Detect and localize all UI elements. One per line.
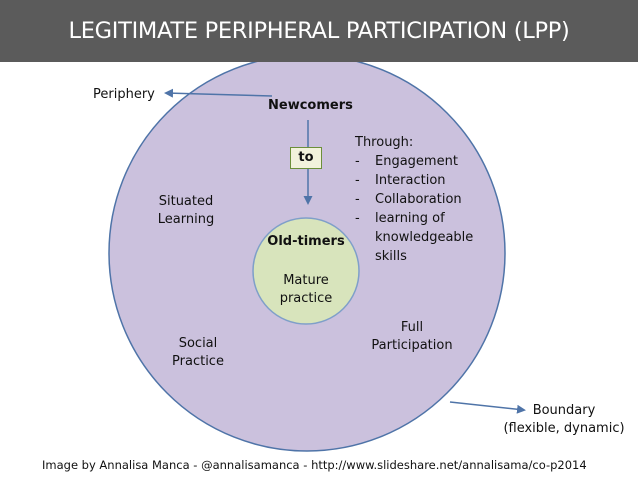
to-box: to	[290, 147, 322, 169]
social-line1: Social	[178, 336, 218, 351]
full-line1: Full	[400, 320, 424, 335]
situated-line1: Situated	[158, 194, 214, 209]
through-item: -Collaboration	[355, 192, 462, 207]
periphery-arrow	[164, 88, 273, 98]
through-item: -learning of	[355, 211, 445, 226]
social-line2: Practice	[172, 354, 224, 369]
mature-line2: practice	[279, 291, 333, 306]
full-line2: Participation	[371, 338, 453, 353]
newcomers-label: Newcomers	[268, 98, 353, 113]
through-item: -Engagement	[355, 154, 458, 169]
lpp-diagram	[108, 62, 526, 452]
mature-line1: Mature	[283, 273, 329, 288]
through-list: Through: -Engagement -Interaction -Colla…	[355, 133, 473, 266]
boundary-arrow	[449, 401, 526, 414]
boundary-line2: (flexible, dynamic)	[503, 421, 625, 436]
situated-learning-label: Situated Learning	[148, 193, 224, 229]
old-timers-label: Old-timers	[267, 234, 345, 249]
through-item-continued: knowledgeable	[375, 230, 474, 245]
full-participation-label: Full Participation	[362, 319, 462, 355]
core-circle	[252, 217, 360, 325]
image-credit: Image by Annalisa Manca - @annalisamanca…	[42, 458, 587, 472]
slide-title: LEGITIMATE PERIPHERAL PARTICIPATION (LPP…	[0, 0, 638, 62]
social-practice-label: Social Practice	[160, 335, 236, 371]
situated-line2: Learning	[157, 212, 215, 227]
through-item-continued: skills	[375, 249, 407, 264]
periphery-label: Periphery	[93, 87, 155, 102]
through-heading: Through:	[355, 135, 414, 150]
through-item: -Interaction	[355, 173, 446, 188]
boundary-label: Boundary (flexible, dynamic)	[498, 402, 630, 438]
mature-practice-label: Mature practice	[256, 272, 356, 308]
boundary-line1: Boundary	[532, 403, 596, 418]
